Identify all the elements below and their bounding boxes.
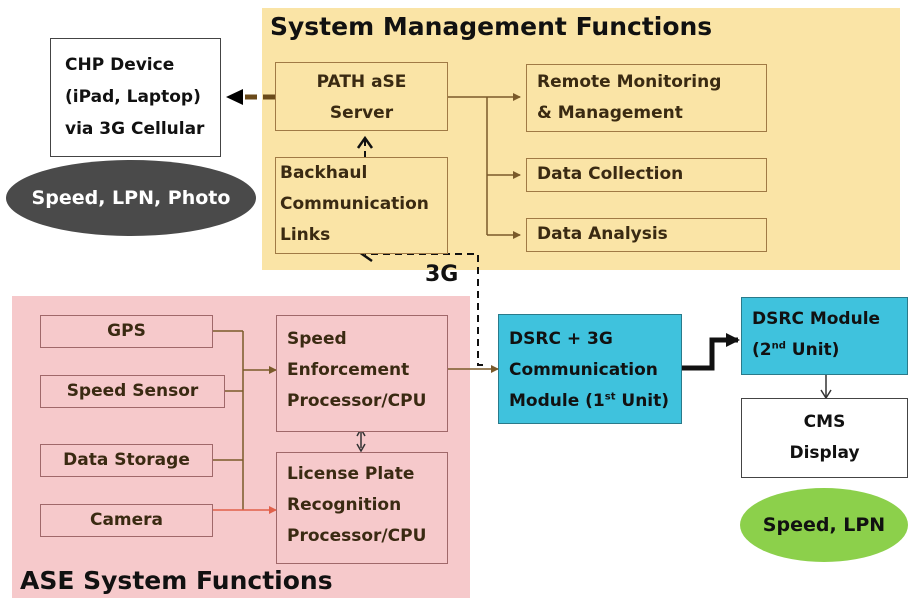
dsrc-module-line-1: DSRC Module xyxy=(752,309,881,329)
speed-enforcement-box: Speed Enforcement Processor/CPU xyxy=(276,315,448,432)
license-plate-line-3: Processor/CPU xyxy=(287,526,427,546)
chp-device-line-3: via 3G Cellular xyxy=(65,119,205,139)
chp-output-oval: Speed, LPN, Photo xyxy=(6,160,256,236)
chp-device-box: CHP Device (iPad, Laptop) via 3G Cellula… xyxy=(50,38,221,157)
backhaul-line-1: Backhaul xyxy=(280,163,368,183)
backhaul-line-2: Communication xyxy=(280,194,429,214)
chp-device-line-1: CHP Device xyxy=(65,55,175,75)
gps-box: GPS xyxy=(40,315,213,348)
ase-system-title: ASE System Functions xyxy=(20,566,333,595)
dsrc-3g-line-3-text: Module (1 xyxy=(509,391,605,411)
speed-enforcement-line-3: Processor/CPU xyxy=(287,391,427,411)
dsrc-module-line-2-end: Unit) xyxy=(785,340,840,360)
path-server-line-2: Server xyxy=(329,103,394,123)
remote-monitoring-box: Remote Monitoring & Management xyxy=(526,64,767,132)
remote-monitoring-line-1: Remote Monitoring xyxy=(537,72,722,92)
dsrc-module-box: DSRC Module (2nd Unit) xyxy=(741,297,908,375)
data-collection-box: Data Collection xyxy=(526,158,767,192)
camera-box: Camera xyxy=(40,504,213,537)
sensor-bus-lines xyxy=(213,330,277,514)
backhaul-line-3: Links xyxy=(280,225,331,245)
server-to-chp-link xyxy=(226,89,275,105)
dsrc-module-line-2-text: (2 xyxy=(752,340,772,360)
chp-device-line-2: (iPad, Laptop) xyxy=(65,87,201,107)
license-plate-line-1: License Plate xyxy=(287,464,415,484)
cms-display-line-1: CMS xyxy=(803,412,846,432)
system-management-title: System Management Functions xyxy=(270,12,713,41)
dsrc-3g-module-box: DSRC + 3G Communication Module (1st Unit… xyxy=(498,314,682,424)
dsrc-3g-line-3-sup: st xyxy=(604,391,616,403)
dsrc-3g-line-3: Module (1st Unit) xyxy=(509,386,681,417)
cms-output-oval: Speed, LPN xyxy=(740,488,908,562)
dsrc-module-line-2-sup: nd xyxy=(771,340,786,352)
license-plate-line-2: Recognition xyxy=(287,495,402,515)
dsrc-3g-line-2: Communication xyxy=(509,360,658,380)
license-plate-box: License Plate Recognition Processor/CPU xyxy=(276,452,448,564)
speed-enforcement-line-2: Enforcement xyxy=(287,360,410,380)
path-server-line-1: PATH aSE xyxy=(316,72,407,92)
dsrc-module-line-2: (2nd Unit) xyxy=(752,335,907,366)
server-branch-lines xyxy=(448,93,521,239)
data-analysis-box: Data Analysis xyxy=(526,218,767,252)
cms-display-box: CMS Display xyxy=(741,398,908,478)
3g-link-label: 3G xyxy=(425,262,459,287)
dsrc-to-dsrc-link xyxy=(682,333,740,371)
speed-enforcement-line-1: Speed xyxy=(287,329,347,349)
data-storage-box: Data Storage xyxy=(40,444,213,477)
dsrc-3g-line-3-end: Unit) xyxy=(615,391,670,411)
dsrc-3g-line-1: DSRC + 3G xyxy=(509,329,613,349)
path-server-box: PATH aSE Server xyxy=(275,62,448,131)
backhaul-box: Backhaul Communication Links xyxy=(275,157,448,254)
processor-link xyxy=(356,427,366,453)
speed-sensor-box: Speed Sensor xyxy=(40,375,225,408)
cms-display-line-2: Display xyxy=(789,443,860,463)
remote-monitoring-line-2: & Management xyxy=(537,103,683,123)
dsrc-to-cms-link xyxy=(820,375,832,400)
